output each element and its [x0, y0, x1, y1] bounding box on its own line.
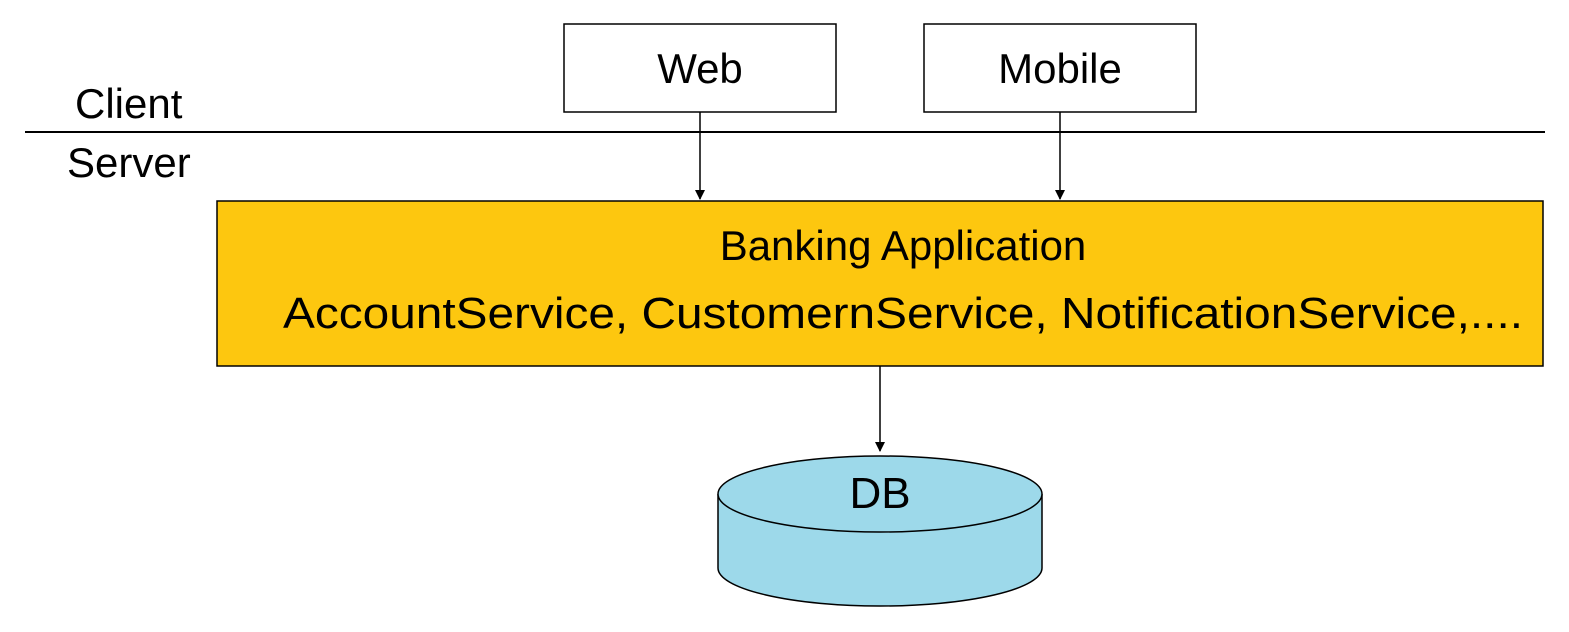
database-cylinder-top [717, 455, 1043, 533]
mobile-client-node: Mobile [923, 23, 1197, 113]
banking-application-node: Banking Application AccountService, Cust… [216, 200, 1544, 367]
banking-application-services: AccountService, CustomernService, Notifi… [283, 289, 1523, 338]
database-node: DB [717, 455, 1043, 607]
mobile-client-label: Mobile [998, 45, 1122, 92]
database-label: DB [849, 469, 910, 518]
web-client-label: Web [657, 45, 743, 92]
server-zone-label: Server [67, 139, 191, 186]
mobile-client-box [923, 23, 1197, 113]
web-client-node: Web [563, 23, 837, 113]
client-zone-label: Client [75, 80, 183, 127]
banking-application-box [216, 200, 1544, 367]
banking-application-title: Banking Application [720, 222, 1087, 269]
